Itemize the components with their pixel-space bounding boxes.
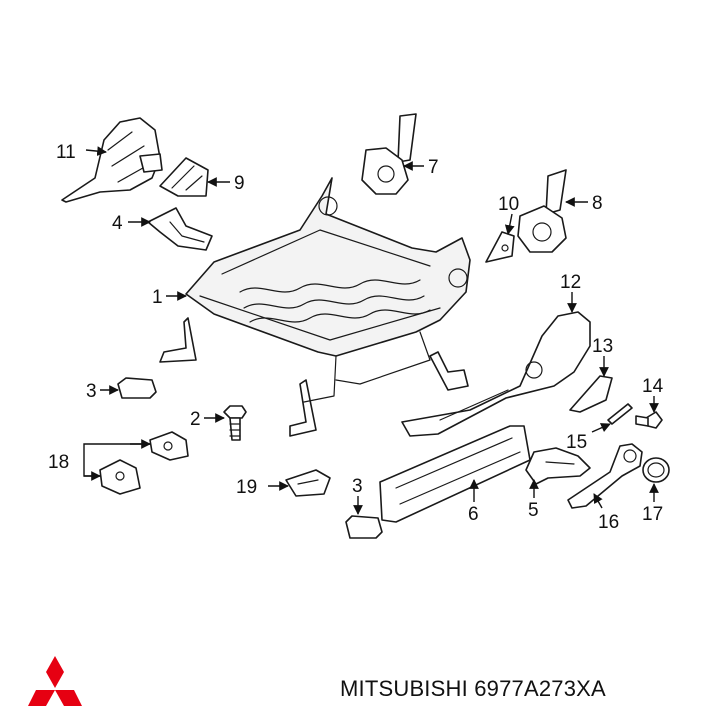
- part-2-bolt: [223, 405, 247, 441]
- callout-4: 4: [112, 213, 123, 234]
- callout-18: 18: [48, 452, 69, 473]
- part-15-strip: [607, 403, 633, 425]
- callout-19: 19: [236, 477, 257, 498]
- part-11-shield: [61, 117, 163, 203]
- leader-10: [504, 213, 515, 235]
- part-14-screw: [635, 411, 663, 429]
- part-18-clip-lower: [99, 459, 141, 495]
- part-3-pad-right: [345, 515, 383, 539]
- part-10-bracket: [485, 231, 515, 263]
- part-4-bracket: [147, 207, 213, 251]
- part-3-pad-left: [117, 377, 157, 399]
- leader-16: [593, 493, 603, 509]
- callout-1: 1: [152, 287, 163, 308]
- callout-14: 14: [642, 376, 664, 397]
- three-diamond-logo: [28, 656, 82, 706]
- part-number-caption: MITSUBISHI 6977A273XA: [340, 676, 606, 701]
- callout-17: 17: [642, 504, 663, 525]
- leader-15: [591, 423, 611, 433]
- callout-9: 9: [234, 173, 245, 194]
- logo-top-diamond: [46, 656, 64, 688]
- callout-13: 13: [592, 336, 613, 357]
- part-16-handle: [567, 443, 643, 509]
- logo-left-diamond: [28, 690, 55, 706]
- callout-5: 5: [528, 500, 539, 521]
- part-8-recliner: [517, 169, 567, 253]
- part-1-seat-frame: [159, 177, 471, 437]
- part-17-cap: [642, 457, 670, 483]
- callout-15: 15: [566, 432, 587, 453]
- leader-11: [85, 146, 107, 156]
- callout-6: 6: [468, 504, 479, 525]
- leader-lines: [83, 146, 659, 515]
- callout-8: 8: [592, 193, 603, 214]
- callout-labels: 11 9 4 7 8 10 1 12 13 3 14 2 15 18 19 3 …: [48, 142, 664, 533]
- part-18-clip-upper: [149, 431, 189, 461]
- part-13-cover: [569, 375, 613, 413]
- callout-12: 12: [560, 272, 581, 293]
- part-12-side-shield: [401, 311, 591, 437]
- part-19-clip: [285, 469, 331, 497]
- part-7-recliner: [361, 113, 417, 195]
- callout-7: 7: [428, 157, 439, 178]
- part-6-lower-cover: [379, 425, 531, 523]
- part-5-bracket: [525, 447, 591, 485]
- callout-2: 2: [190, 409, 201, 430]
- part-9-bracket: [159, 157, 209, 197]
- callout-3-left: 3: [86, 381, 97, 402]
- callout-3-right: 3: [352, 476, 363, 497]
- logo-right-diamond: [55, 690, 82, 706]
- callout-11: 11: [56, 142, 76, 163]
- callout-16: 16: [598, 512, 619, 533]
- callout-10: 10: [498, 194, 519, 215]
